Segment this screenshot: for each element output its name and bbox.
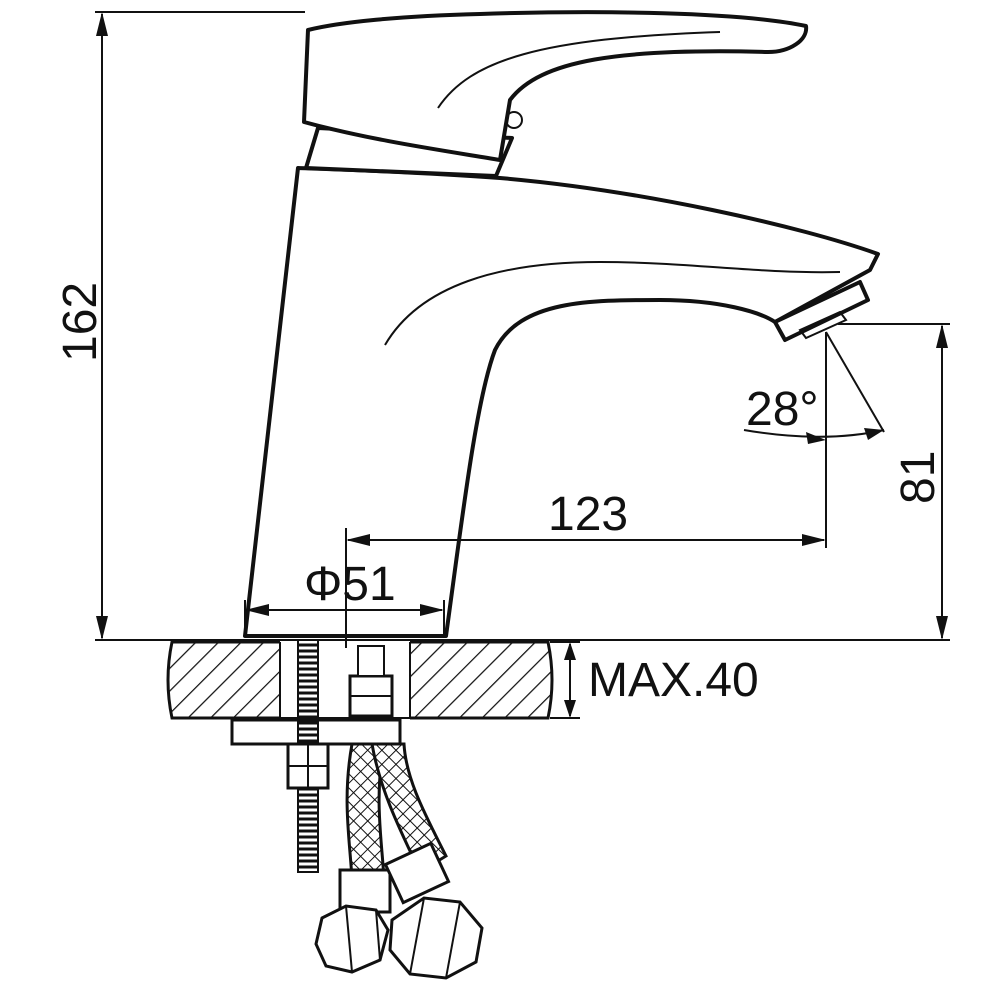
- lever-handle: [302, 10, 809, 162]
- dimension-base-diameter: Φ51: [304, 558, 396, 611]
- dimension-spout-angle: 28°: [746, 383, 819, 436]
- dimension-spout-height: 81: [892, 451, 945, 504]
- mounting-assembly: [230, 639, 484, 980]
- dimension-lines: [95, 11, 950, 719]
- dimension-height-total: 162: [54, 282, 107, 362]
- dimension-spout-reach: 123: [548, 488, 628, 541]
- dimension-max-counter-thickness: MAX.40: [588, 654, 759, 707]
